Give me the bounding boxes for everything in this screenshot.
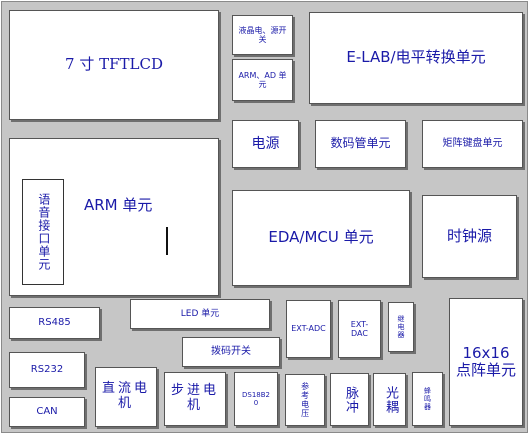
lcd-power-block: 液晶电、源开关	[232, 15, 293, 55]
dot-matrix-block: 16x16 点阵单元	[449, 298, 523, 426]
rs485-block: RS485	[9, 307, 100, 339]
stepper-motor-block: 步进电机	[164, 372, 226, 426]
clock-source-block: 时钟源	[422, 195, 517, 278]
ds18b20-block: DS18B20	[234, 372, 278, 426]
led-block: LED 单元	[130, 299, 270, 329]
text-cursor	[166, 227, 168, 255]
optocoupler-block: 光耦	[373, 373, 406, 426]
power-block: 电源	[232, 120, 299, 168]
pulse-block: 脉冲	[330, 373, 369, 426]
dc-motor-block: 直流电机	[95, 367, 157, 427]
tftlcd-block: 7 寸 TFTLCD	[9, 10, 219, 120]
can-block: CAN	[9, 397, 85, 427]
reference-voltage-block: 参考电压	[285, 374, 325, 426]
relay-block: 继电器	[388, 302, 414, 352]
voice-interface-block: 语音接口单元	[22, 179, 64, 285]
arm-label: ARM 单元	[84, 196, 153, 214]
arm-ad-block: ARM、AD 单元	[232, 59, 293, 101]
eda-mcu-block: EDA/MCU 单元	[232, 190, 410, 286]
matrix-keyboard-block: 矩阵键盘单元	[422, 120, 523, 168]
ext-dac-block: EXT-DAC	[338, 300, 381, 358]
buzzer-block: 蜂鸣器	[412, 372, 443, 426]
dial-switch-block: 拨码开关	[182, 337, 280, 367]
rs232-block: RS232	[9, 352, 85, 388]
seven-segment-block: 数码管单元	[315, 120, 406, 168]
ext-adc-block: EXT-ADC	[286, 300, 331, 358]
elab-block: E-LAB/电平转换单元	[309, 12, 523, 104]
